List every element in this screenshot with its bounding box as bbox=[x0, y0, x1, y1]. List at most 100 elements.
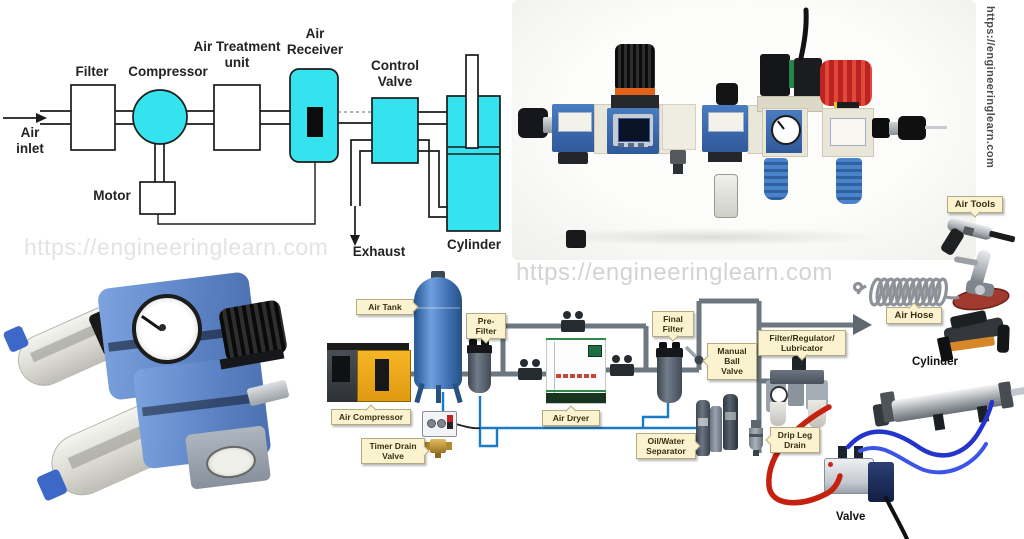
label-cylinder-photo: Cylinder bbox=[912, 356, 959, 368]
compressor-circle bbox=[132, 89, 188, 145]
solenoid-green-led bbox=[789, 60, 794, 88]
air-inlet-arrowhead bbox=[36, 113, 47, 123]
label-air-dryer: Air Dryer bbox=[542, 410, 600, 427]
valve-solenoid bbox=[868, 462, 894, 502]
pipe-lines bbox=[338, 111, 447, 125]
exhaust-pipes bbox=[350, 139, 372, 206]
lubricator-label bbox=[708, 112, 744, 132]
filter-port bbox=[469, 339, 477, 346]
label-final-filter: Final Filter bbox=[652, 311, 694, 338]
frl-bowl bbox=[770, 402, 786, 426]
tank-leg bbox=[452, 382, 463, 404]
filter-bowl bbox=[558, 162, 592, 232]
pressure-gauge bbox=[771, 115, 801, 145]
tank-body bbox=[414, 277, 462, 389]
label-manual-ball-valve: Manual Ball Valve bbox=[707, 343, 757, 380]
label-air-tank: Air Tank bbox=[356, 299, 414, 316]
drip-leg-drain-device bbox=[746, 420, 766, 456]
blue-muffler bbox=[836, 158, 862, 204]
frl-manifold bbox=[770, 370, 824, 384]
solenoid-block-a bbox=[760, 54, 790, 96]
separator-cylinder bbox=[723, 394, 738, 450]
lockout-red-knob bbox=[820, 60, 872, 106]
watermark-center: https://engineeringlearn.com bbox=[516, 259, 833, 286]
brass-valve-tip bbox=[435, 453, 441, 458]
outlet-fitting-block bbox=[872, 118, 890, 138]
drip-leg-nut bbox=[751, 420, 761, 428]
outlet-union bbox=[898, 116, 926, 140]
filter-port bbox=[659, 342, 667, 349]
drip-leg-ring bbox=[749, 434, 763, 437]
label-oil-water-separator: Oil/Water Separator bbox=[636, 433, 696, 460]
control-valve-box bbox=[371, 97, 419, 164]
label-motor: Motor bbox=[93, 188, 131, 203]
dryer-base bbox=[546, 393, 606, 403]
frl-unit-photo bbox=[0, 262, 330, 539]
timer-switch bbox=[447, 415, 453, 429]
digital-display-screen bbox=[618, 118, 650, 142]
compressor-side-vent bbox=[332, 356, 350, 382]
label-timer-drain-valve: Timer Drain Valve bbox=[361, 438, 425, 465]
label-air-inlet: Air inlet bbox=[16, 125, 44, 156]
final-filter-device bbox=[655, 342, 684, 408]
valve-indicator bbox=[828, 462, 833, 467]
cylinder-box bbox=[446, 95, 501, 232]
spacer-fitting bbox=[670, 150, 686, 164]
frl-bowl bbox=[808, 400, 826, 428]
drip-leg-body bbox=[749, 428, 763, 450]
dryer-screen bbox=[588, 345, 602, 357]
pre-filter-device bbox=[466, 339, 493, 393]
pneumatic-cylinder-photo bbox=[872, 362, 1024, 457]
filter-drain-cap bbox=[566, 230, 586, 248]
valve-port bbox=[854, 446, 863, 458]
outlet-fitting-nut bbox=[889, 122, 899, 135]
compressor-front-vent bbox=[375, 359, 389, 391]
label-air-tools: Air Tools bbox=[947, 196, 1003, 214]
ball-valve-lever bbox=[684, 345, 701, 362]
cylinder-fitting bbox=[932, 413, 946, 431]
filter-bowl-clamp bbox=[558, 152, 588, 164]
lubricator-sight-window bbox=[714, 174, 738, 218]
label-air-treatment-unit: Air Treatment unit bbox=[193, 39, 281, 70]
frl-assembly-device bbox=[762, 350, 832, 430]
timer-dial bbox=[427, 419, 436, 428]
lockout-label bbox=[830, 118, 866, 146]
brass-valve-side bbox=[446, 442, 452, 450]
blue-muffler bbox=[764, 158, 788, 200]
drip-leg-tip bbox=[753, 450, 759, 456]
separator-label-stripe bbox=[698, 418, 708, 426]
label-pre-filter: Pre- Filter bbox=[466, 313, 506, 340]
frl-unit-mid bbox=[788, 382, 804, 406]
dryer-top-trim bbox=[546, 338, 606, 340]
pressure-feedback-line bbox=[157, 138, 316, 225]
regulator-knob-ring bbox=[615, 88, 655, 95]
timer-valve-cable bbox=[455, 423, 481, 430]
label-air-hose: Air Hose bbox=[886, 307, 942, 325]
lockout-band bbox=[834, 102, 859, 110]
lubricator-clamp bbox=[708, 152, 742, 162]
valve-cylinder-pipes bbox=[418, 139, 447, 218]
air-hose-coil bbox=[852, 277, 960, 307]
pipe-lines bbox=[40, 110, 290, 125]
separator-cylinder bbox=[710, 406, 722, 452]
cylinder-rod bbox=[1010, 386, 1024, 397]
receiver-switch bbox=[307, 107, 323, 137]
display-buttons bbox=[618, 143, 648, 147]
label-filter-regulator-lubricator: Filter/Regulator/ Lubricator bbox=[758, 330, 846, 357]
dryer-door-line bbox=[554, 342, 555, 394]
tank-leg bbox=[436, 385, 441, 403]
assembly-shadow bbox=[542, 228, 882, 246]
separator-label-stripe bbox=[725, 412, 736, 420]
air-treatment-box bbox=[213, 84, 261, 151]
piston-lines bbox=[447, 146, 500, 155]
air-tank-device bbox=[412, 271, 465, 405]
piston-rod bbox=[465, 54, 479, 149]
filter-port bbox=[672, 342, 680, 349]
brass-valve bbox=[430, 439, 446, 453]
timer-dial bbox=[437, 419, 446, 428]
label-exhaust: Exhaust bbox=[352, 244, 406, 259]
filter-canister bbox=[468, 353, 491, 393]
compressor-top bbox=[327, 343, 409, 352]
manifold-spacer bbox=[662, 104, 696, 150]
